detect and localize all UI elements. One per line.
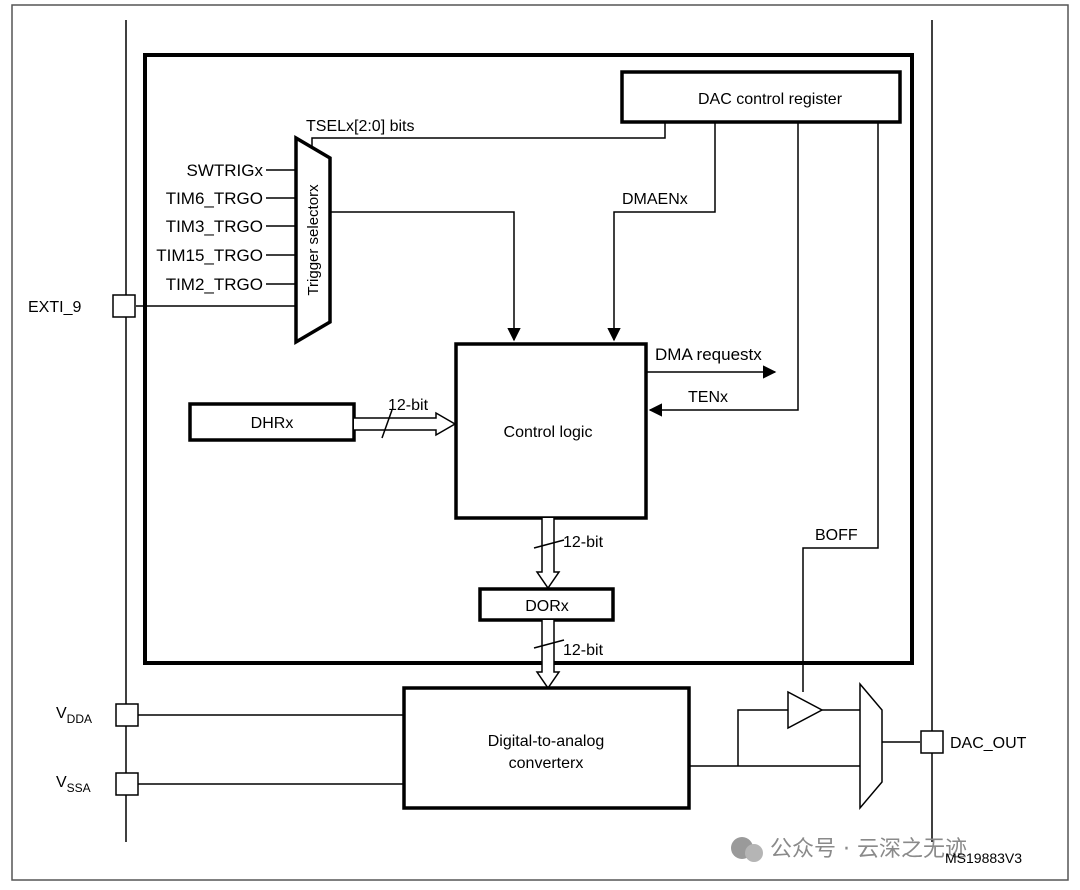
dhrx-block <box>188 402 356 442</box>
ten-label: TENx <box>688 389 728 406</box>
dac-out-pin <box>920 730 944 754</box>
dac-control-register-block <box>620 70 902 124</box>
trigger-input-swtrig: SWTRIGx <box>187 161 264 180</box>
dorx-block <box>478 587 615 622</box>
trigger-to-control-line <box>330 211 521 342</box>
dorx-label: DORx <box>525 598 569 615</box>
ctrl-bus-width-label: 12-bit <box>563 534 604 551</box>
vssa-label: VSSA <box>56 774 91 795</box>
dmaen-label: DMAENx <box>622 191 688 208</box>
digital-domain-boundary <box>143 53 914 665</box>
buffer-input-line <box>737 709 788 766</box>
trigger-selector-mux <box>294 134 332 346</box>
watermark-text: 公众号 · 云深之无迹 <box>770 837 967 862</box>
dor-to-dac-bus-arrow <box>533 620 565 690</box>
trigger-input-tim6: TIM6_TRGO <box>166 189 263 208</box>
dac-converter-block <box>402 686 691 810</box>
boff-label: BOFF <box>815 527 858 544</box>
trigger-input-tim2: TIM2_TRGO <box>166 275 263 294</box>
dmaen-line <box>607 122 716 342</box>
dhr-bus-arrow <box>354 409 457 439</box>
figure-frame <box>11 4 1069 881</box>
tsel-line <box>311 122 666 150</box>
trigger-selector-label: Trigger selectorx <box>305 184 322 296</box>
exti-label: EXTI_9 <box>28 299 81 316</box>
control-logic-label: Control logic <box>504 424 593 441</box>
figure-id: MS19883V3 <box>945 850 1022 866</box>
vdda-pin <box>115 703 139 727</box>
tsel-label: TSELx[2:0] bits <box>306 118 415 135</box>
ctrl-to-dor-bus-arrow <box>533 518 565 590</box>
dor-bus-width-label: 12-bit <box>563 642 604 659</box>
output-switch-mux <box>859 681 883 811</box>
vdda-label: VDDA <box>56 705 92 726</box>
dma-request-label: DMA requestx <box>655 345 762 364</box>
dhrx-label: DHRx <box>251 415 294 432</box>
boff-line <box>802 122 879 692</box>
dhr-bus-width-label: 12-bit <box>388 397 429 414</box>
trigger-inputs: SWTRIGx TIM6_TRGO TIM3_TRGO TIM15_TRGO T… <box>156 161 296 294</box>
dac-out-label: DAC_OUT <box>950 735 1027 752</box>
watermark: 公众号 · 云深之无迹 <box>731 837 967 862</box>
dac-converter-label-line2: converterx <box>509 755 584 772</box>
trigger-input-tim3: TIM3_TRGO <box>166 217 263 236</box>
trigger-input-tim15: TIM15_TRGO <box>156 246 263 265</box>
vssa-pin <box>115 772 139 796</box>
ten-line <box>648 122 799 417</box>
output-buffer-amp <box>787 690 824 730</box>
dac-converter-label-line1: Digital-to-analog <box>488 733 605 750</box>
exti-pin <box>112 294 136 318</box>
dac-control-register-label: DAC control register <box>698 91 843 108</box>
